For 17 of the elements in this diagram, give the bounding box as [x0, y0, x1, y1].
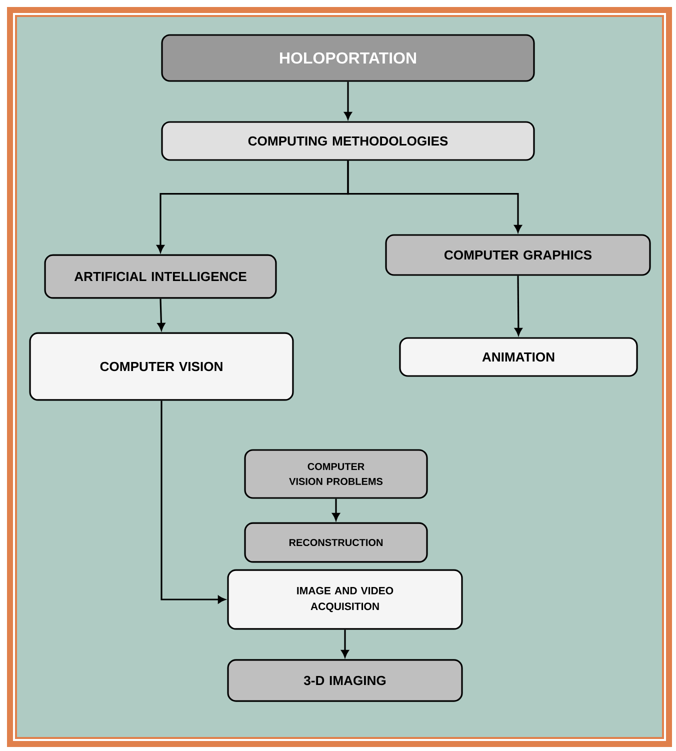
process-box: COMPUTER GRAPHICS: [385, 234, 651, 276]
process-box: RECONSTRUCTION: [244, 522, 428, 563]
arrow: [160, 400, 226, 604]
arrow: [514, 276, 522, 336]
process-box: COMPUTING METHODOLOGIES: [161, 121, 535, 161]
process-box: COMPUTER VISION PROBLEMS: [244, 449, 428, 499]
arrow: [157, 298, 166, 331]
process-box: 3-D IMAGING: [227, 659, 463, 702]
arrow: [347, 160, 522, 232]
process-box: IMAGE AND VIDEO ACQUISITION: [227, 569, 463, 630]
process-box: ARTIFICIAL INTELLIGENCE: [44, 254, 277, 299]
arrow: [341, 630, 349, 658]
arrow: [344, 82, 352, 120]
process-box: ANIMATION: [399, 337, 638, 377]
process-box: COMPUTER VISION: [29, 332, 294, 401]
arrow: [332, 498, 340, 521]
process-box: HOLOPORTATION: [161, 34, 535, 82]
